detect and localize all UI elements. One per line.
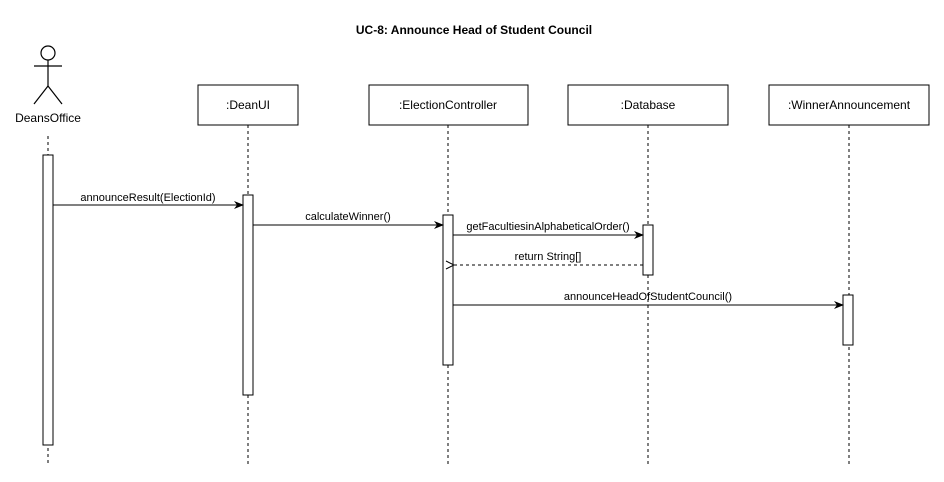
diagram-title: UC-8: Announce Head of Student Council [356, 23, 592, 37]
participant-database: :Database [567, 84, 729, 126]
message-return-string: return String[] [454, 251, 643, 265]
participant-electioncontroller: :ElectionController [368, 84, 529, 126]
participant-label: :DeanUI [226, 98, 270, 112]
actor-label: DeansOffice [15, 111, 81, 125]
message-label: announceHeadOfStudentCouncil() [564, 291, 732, 303]
message-label: announceResult(ElectionId) [80, 192, 215, 204]
message-announce-result: announceResult(ElectionId) [53, 192, 244, 209]
actor-deansoffice: DeansOffice [15, 45, 81, 125]
participant-label: :Database [621, 98, 676, 112]
stick-figure-icon [33, 45, 63, 105]
participant-deanui: :DeanUI [197, 84, 299, 126]
message-label: calculateWinner() [305, 211, 391, 223]
activation-bar-deanui [242, 194, 254, 396]
participant-winnerannouncement: :WinnerAnnouncement [768, 84, 930, 126]
activation-bar-database [642, 224, 654, 276]
participant-label: :ElectionController [399, 98, 497, 112]
participant-label: :WinnerAnnouncement [788, 98, 911, 112]
message-announce-head: announceHeadOfStudentCouncil() [453, 291, 844, 309]
message-calculate-winner: calculateWinner() [253, 211, 444, 229]
message-get-faculties: getFacultiesinAlphabeticalOrder() [453, 221, 644, 239]
activation-bar-electioncontroller [442, 214, 454, 366]
message-label: return String[] [515, 251, 582, 263]
activation-bar-winnerannouncement [842, 294, 854, 346]
message-label: getFacultiesinAlphabeticalOrder() [466, 221, 629, 233]
activation-bar-deansoffice [42, 154, 54, 446]
